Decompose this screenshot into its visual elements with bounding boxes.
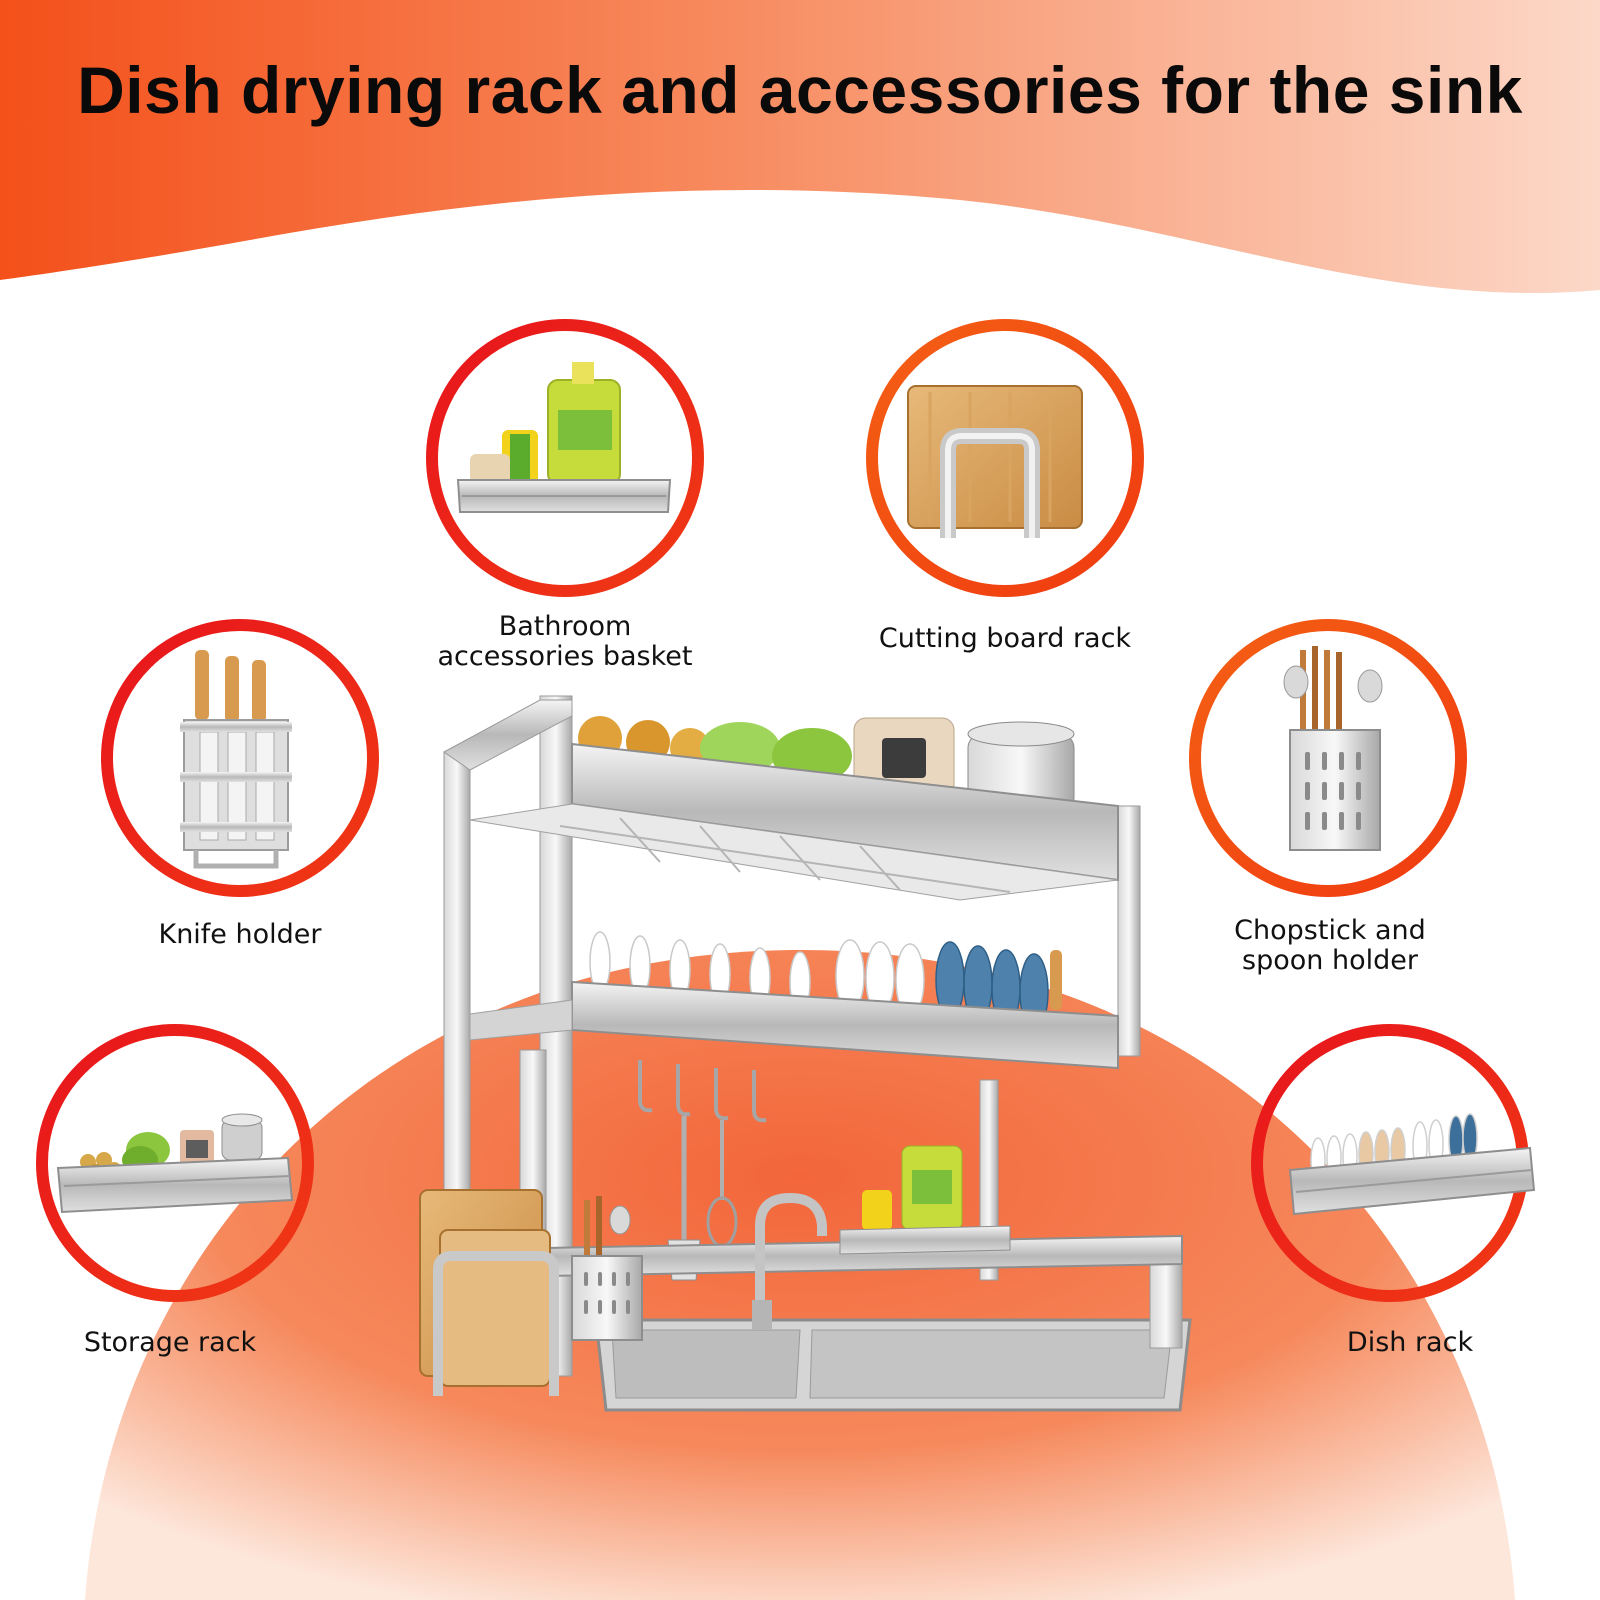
label-storage-rack: Storage rack	[83, 1327, 257, 1358]
utensil-holder-icon	[1283, 646, 1383, 851]
ring-frame	[866, 319, 1144, 597]
backdrop-dome	[85, 950, 1515, 1600]
label-bathroom-basket: Bathroom accessories basket	[437, 611, 693, 672]
accessory-bathroom-basket	[426, 319, 704, 597]
accessory-dish-rack	[1251, 1024, 1536, 1302]
ring-frame	[426, 319, 704, 597]
dish-rack-icon	[1288, 1113, 1536, 1216]
label-dish-rack: Dish rack	[1346, 1327, 1474, 1358]
cutting-board-rack-icon	[907, 385, 1083, 538]
accessory-storage-rack	[36, 1024, 314, 1302]
soap-basket-icon	[456, 362, 672, 513]
header-banner	[0, 0, 1600, 294]
accessory-cutting-board-rack	[866, 319, 1144, 597]
label-utensil-holder: Chopstick and spoon holder	[1234, 915, 1426, 976]
label-cutting-board-rack: Cutting board rack	[878, 623, 1132, 654]
label-knife-holder: Knife holder	[158, 919, 322, 950]
over-sink-dish-rack-illustration	[419, 695, 1192, 1412]
accessory-utensil-holder	[1189, 619, 1467, 897]
ring-frame	[1189, 619, 1467, 897]
ring-frame	[36, 1024, 314, 1302]
storage-tray-icon	[56, 1113, 294, 1214]
knife-holder-icon	[180, 650, 292, 869]
ring-frame	[101, 619, 379, 897]
accessory-knife-holder	[101, 619, 379, 897]
page-title: Dish drying rack and accessories for the…	[77, 53, 1523, 127]
sink-basin	[594, 1318, 1192, 1412]
